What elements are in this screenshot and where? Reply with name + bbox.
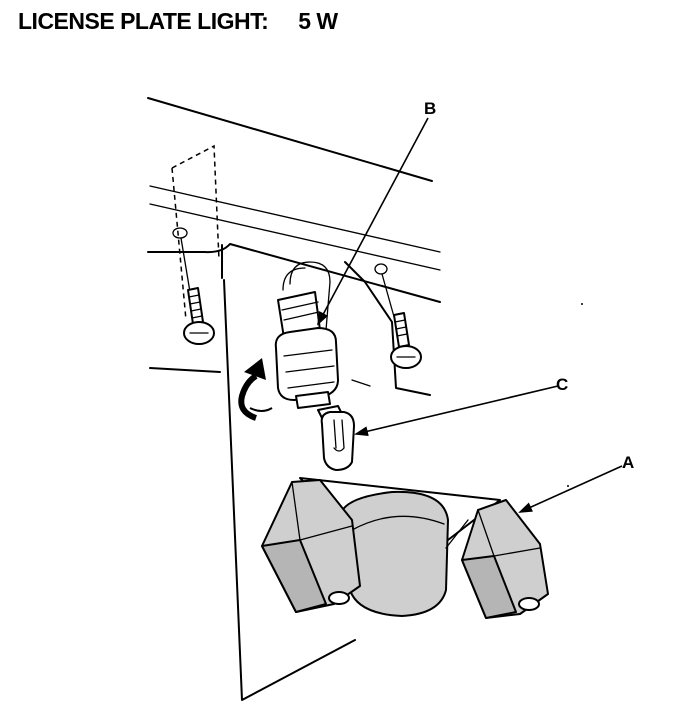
callout-a: A [622, 453, 634, 472]
callout-leader-b [317, 117, 429, 326]
callout-c: C [556, 375, 568, 394]
bulb [317, 405, 355, 471]
screw-left [183, 287, 215, 345]
screw-hole-right [374, 263, 388, 275]
screw-right [390, 312, 422, 369]
wattage-value: 5 W [298, 8, 338, 34]
title-label: LICENSE PLATE LIGHT: [18, 8, 269, 34]
screw-hole-left [172, 227, 188, 239]
callout-leader-c [354, 385, 559, 437]
bulb-socket [274, 261, 339, 409]
callout-b: B [424, 99, 436, 118]
lens-housing [261, 477, 549, 619]
page-title: LICENSE PLATE LIGHT: 5 W [18, 8, 338, 35]
hidden-outline [171, 144, 220, 321]
rotate-arrow-icon [238, 358, 273, 421]
callout-leader-a [518, 465, 623, 513]
body-panel [147, 97, 441, 701]
